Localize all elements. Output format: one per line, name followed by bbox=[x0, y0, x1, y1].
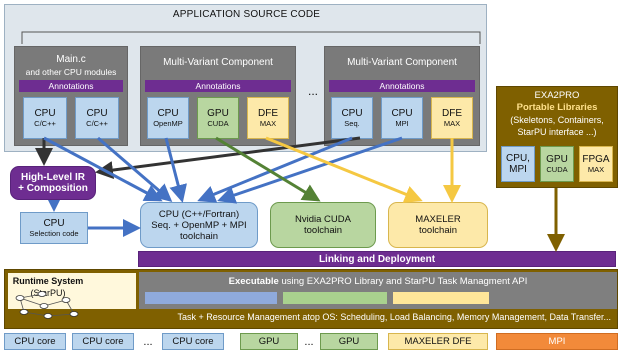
arrow-cpu2-to-toolchain bbox=[97, 136, 173, 202]
fpga-sub-label: MAX bbox=[587, 165, 605, 174]
main-c-module-box: Main.c and other CPU modules Annotations… bbox=[14, 46, 128, 146]
maxeler-toolchain-box: MAXELER toolchain bbox=[388, 202, 488, 248]
hw-gpu-1: GPU bbox=[240, 333, 298, 350]
high-level-ir-box: High-Level IR + Composition bbox=[10, 166, 96, 200]
hw-maxeler-dfe: MAXELER DFE bbox=[388, 333, 488, 350]
mvc1-dfe-box: DFE MAX bbox=[247, 97, 289, 139]
maxeler-toolchain-line2: toolchain bbox=[418, 225, 458, 236]
cpu-label: CPU bbox=[86, 108, 108, 119]
gpu-sub-label: CUDA bbox=[546, 165, 568, 174]
mvc1-annotations: Annotations bbox=[145, 80, 291, 92]
hw-mpi: MPI bbox=[496, 333, 618, 350]
cpu-label: CPU bbox=[341, 108, 363, 119]
cpu-toolchain-line3: toolchain bbox=[179, 230, 219, 242]
dfe-sub-label: MAX bbox=[259, 119, 277, 128]
cpu-sub-label: C/C++ bbox=[34, 119, 56, 128]
dfe-sub-label: MAX bbox=[443, 119, 461, 128]
cpu-toolchain-line2: Seq. + OpenMP + MPI bbox=[151, 219, 247, 231]
hw-ellipsis-1: ... bbox=[143, 335, 153, 348]
mvc2-cpu-box-2: CPU MPI bbox=[381, 97, 423, 139]
main-c-annotations: Annotations bbox=[19, 80, 123, 92]
gpu-label: GPU bbox=[207, 108, 229, 119]
multi-variant-component-1: Multi-Variant Component Annotations CPU … bbox=[140, 46, 296, 146]
cuda-toolchain-line1: Nvidia CUDA bbox=[295, 214, 351, 225]
cuda-toolchain-box: Nvidia CUDA toolchain bbox=[270, 202, 376, 248]
executable-cpu-segment bbox=[145, 292, 277, 304]
cpu-sub-label: Seq. bbox=[344, 119, 360, 128]
exa2pro-cpu-box: CPU, MPI bbox=[501, 146, 535, 182]
executable-gpu-segment bbox=[283, 292, 387, 304]
runtime-system-title: Runtime System bbox=[12, 276, 84, 286]
cpu-sub-label: OpenMP bbox=[153, 119, 183, 128]
main-c-cpu-box-1: CPU C/C++ bbox=[23, 97, 67, 139]
exa2pro-libraries-box: EXA2PRO Portable Libraries (Skeletons, C… bbox=[496, 86, 618, 188]
arrow-seq-to-toolchain bbox=[197, 136, 353, 203]
linking-deployment-bar: Linking and Deployment bbox=[138, 251, 616, 267]
gpu-label: GPU bbox=[546, 154, 568, 165]
executable-bold: Executable bbox=[228, 276, 279, 287]
high-level-ir-line2: + Composition bbox=[18, 183, 88, 194]
main-c-title: Main.c bbox=[56, 54, 86, 65]
cuda-toolchain-line2: toolchain bbox=[303, 225, 343, 236]
dfe-label: DFE bbox=[442, 108, 462, 119]
runtime-system-panel: Runtime System (StarPU) Executable using… bbox=[4, 269, 618, 329]
exa2pro-fpga-box: FPGA MAX bbox=[579, 146, 613, 182]
exa2pro-gpu-box: GPU CUDA bbox=[540, 146, 574, 182]
hw-cpu-core-3: CPU core bbox=[162, 333, 224, 350]
task-management-text: Task + Resource Management atop OS: Sche… bbox=[177, 312, 612, 322]
hw-cpu-core-2: CPU core bbox=[72, 333, 134, 350]
cpu-label: CPU bbox=[391, 108, 413, 119]
source-bracket bbox=[21, 31, 481, 44]
cpu-sub-label: MPI bbox=[395, 119, 409, 128]
mvc1-title: Multi-Variant Component bbox=[163, 57, 273, 68]
runtime-system-label-box: Runtime System (StarPU) bbox=[8, 273, 136, 309]
mpi-label: MPI bbox=[509, 164, 527, 175]
exa2pro-desc-line1: (Skeletons, Containers, bbox=[510, 115, 604, 125]
selection-code-label: Selection code bbox=[29, 229, 79, 238]
cpu-label: CPU bbox=[157, 108, 179, 119]
starpu-graph-icon bbox=[15, 291, 79, 319]
hw-cpu-core-1: CPU core bbox=[4, 333, 66, 350]
exa2pro-title: EXA2PRO bbox=[534, 90, 580, 101]
arrow-openmp-to-toolchain bbox=[164, 137, 187, 203]
main-c-subtitle: and other CPU modules bbox=[25, 67, 117, 77]
exa2pro-subtitle: Portable Libraries bbox=[516, 102, 598, 113]
multi-variant-component-2: Multi-Variant Component Annotations CPU … bbox=[324, 46, 480, 146]
arrow-dfe1-to-maxeler bbox=[265, 136, 423, 203]
arrow-mvc2-to-ir bbox=[95, 136, 361, 179]
component-ellipsis: ... bbox=[307, 84, 318, 98]
cpu-selection-code-box: CPU Selection code bbox=[20, 212, 88, 244]
gpu-sub-label: CUDA bbox=[207, 119, 229, 128]
exa2pro-desc-line2: StarPU interface ...) bbox=[517, 127, 597, 137]
cpu-label: CPU bbox=[43, 218, 65, 229]
mvc2-cpu-box-1: CPU Seq. bbox=[331, 97, 373, 139]
main-c-cpu-box-2: CPU C/C++ bbox=[75, 97, 119, 139]
maxeler-toolchain-line1: MAXELER bbox=[415, 214, 461, 225]
fpga-label: FPGA bbox=[582, 154, 610, 165]
arrow-cpu1-to-toolchain bbox=[43, 136, 163, 202]
hw-gpu-2: GPU bbox=[320, 333, 378, 350]
executable-text: Executable using EXA2PRO Library and Sta… bbox=[139, 276, 617, 287]
mvc2-title: Multi-Variant Component bbox=[347, 57, 457, 68]
executable-panel: Executable using EXA2PRO Library and Sta… bbox=[139, 272, 617, 309]
mvc2-annotations: Annotations bbox=[329, 80, 475, 92]
executable-dfe-segment bbox=[393, 292, 489, 304]
cpu-toolchain-box: CPU (C++/Fortran) Seq. + OpenMP + MPI to… bbox=[140, 202, 258, 248]
source-code-title: APPLICATION SOURCE CODE bbox=[172, 9, 321, 20]
mvc1-cpu-box: CPU OpenMP bbox=[147, 97, 189, 139]
runtime-system-subtitle: (StarPU) bbox=[30, 288, 66, 298]
arrow-mpi-to-toolchain bbox=[217, 136, 403, 204]
arrow-gpu-to-cuda bbox=[215, 136, 321, 202]
dfe-label: DFE bbox=[258, 108, 278, 119]
cpu-toolchain-line1: CPU (C++/Fortran) bbox=[158, 208, 240, 220]
cpu-sub-label: C/C++ bbox=[86, 119, 108, 128]
executable-rest: using EXA2PRO Library and StarPU Task Ma… bbox=[278, 276, 528, 287]
hw-ellipsis-2: ... bbox=[304, 335, 314, 348]
mvc1-gpu-box: GPU CUDA bbox=[197, 97, 239, 139]
high-level-ir-line1: High-Level IR bbox=[21, 172, 85, 183]
cpu-label: CPU bbox=[34, 108, 56, 119]
cpu-label: CPU, bbox=[506, 153, 530, 164]
